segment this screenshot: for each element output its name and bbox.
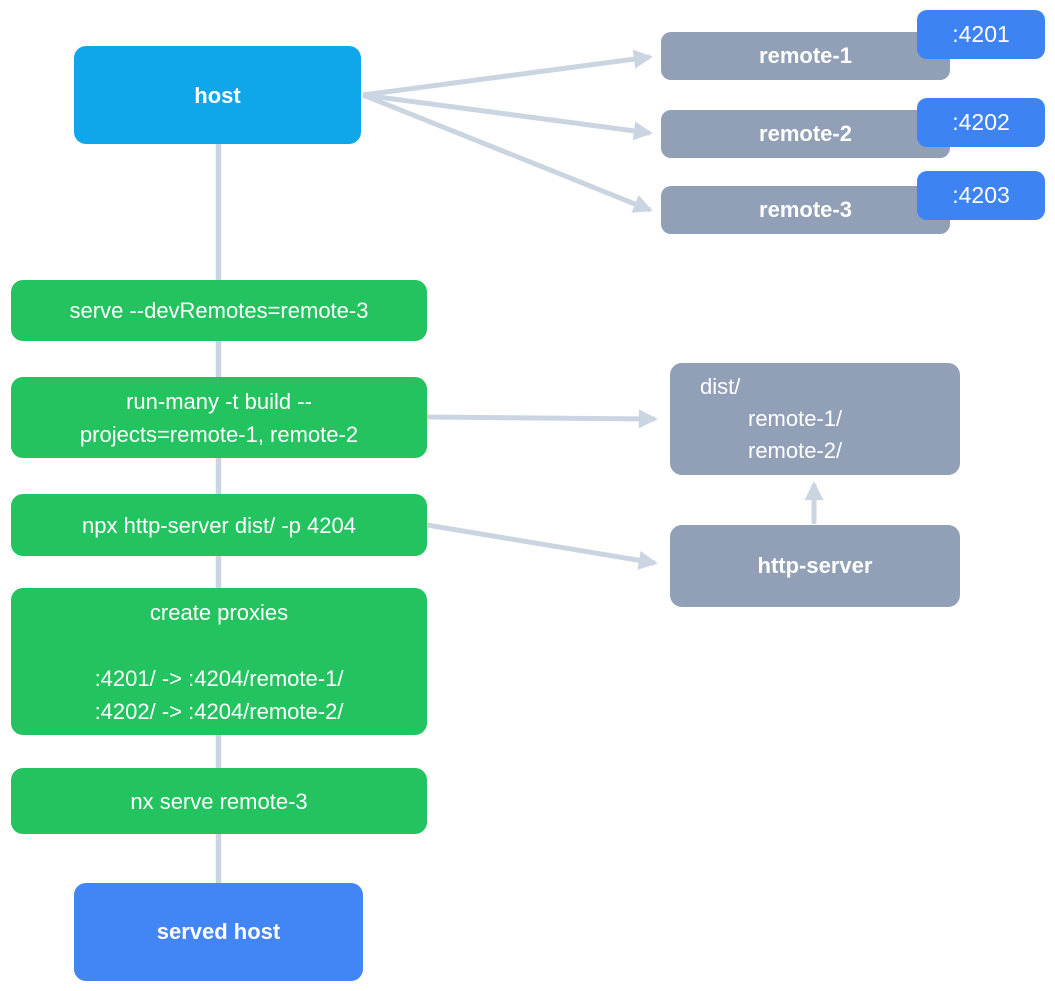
badge-port-4202: :4202 (917, 98, 1045, 147)
remote-2-label: remote-2 (759, 121, 852, 146)
http-server-label: http-server (757, 553, 873, 578)
port-4201-label: :4201 (952, 21, 1010, 47)
step-proxies-title: create proxies (149, 599, 289, 625)
badge-port-4201: :4201 (917, 10, 1045, 59)
node-step-npx-http-server: npx http-server dist/ -p 4204 (11, 494, 427, 556)
step-npx-line: npx http-server dist/ -p 4204 (82, 512, 356, 538)
step-proxies-mapping-2: :4202/ -> :4204/remote-2/ (94, 698, 344, 724)
badge-port-4203: :4203 (917, 171, 1045, 220)
node-step-create-proxies: create proxies :4201/ -> :4204/remote-1/… (11, 588, 427, 735)
remote-1-label: remote-1 (759, 43, 852, 68)
node-step-run-many-build: run-many -t build -- projects=remote-1, … (11, 377, 427, 458)
node-served-host: served host (74, 883, 363, 981)
port-4202-label: :4202 (952, 109, 1010, 135)
port-4203-label: :4203 (952, 182, 1010, 208)
step-run-many-line-1: run-many -t build -- (126, 388, 312, 414)
node-step-nx-serve-remote-3: nx serve remote-3 (11, 768, 427, 834)
dist-remote-1-label: remote-1/ (748, 406, 843, 431)
edge-host-to-remote-1 (362, 49, 653, 98)
node-host: host (74, 46, 361, 144)
host-label: host (194, 82, 241, 108)
node-step-serve-devremotes: serve --devRemotes=remote-3 (11, 280, 427, 341)
node-remote-3: remote-3 (661, 186, 950, 234)
step-serve-line: serve --devRemotes=remote-3 (69, 298, 369, 323)
node-remote-1: remote-1 (661, 32, 950, 80)
step-run-many-line-2: projects=remote-1, remote-2 (79, 421, 359, 447)
step-proxies-spacer (11, 629, 427, 662)
node-http-server: http-server (670, 525, 960, 607)
node-dist-folder: dist/ remote-1/ remote-2/ (670, 363, 960, 475)
edge-run-many-to-dist (426, 409, 658, 429)
step-nx-serve-line: nx serve remote-3 (130, 788, 308, 814)
served-host-label: served host (156, 919, 281, 944)
edge-host-to-remote-3 (362, 92, 653, 213)
dist-remote-2-label: remote-2/ (748, 438, 843, 463)
dist-root-label: dist/ (700, 374, 741, 399)
edge-npx-to-http-server (426, 522, 658, 570)
step-proxies-mapping-1: :4201/ -> :4204/remote-1/ (94, 665, 344, 691)
edge-host-to-remote-2 (362, 92, 653, 141)
remote-3-label: remote-3 (759, 197, 852, 222)
node-remote-2: remote-2 (661, 110, 950, 158)
